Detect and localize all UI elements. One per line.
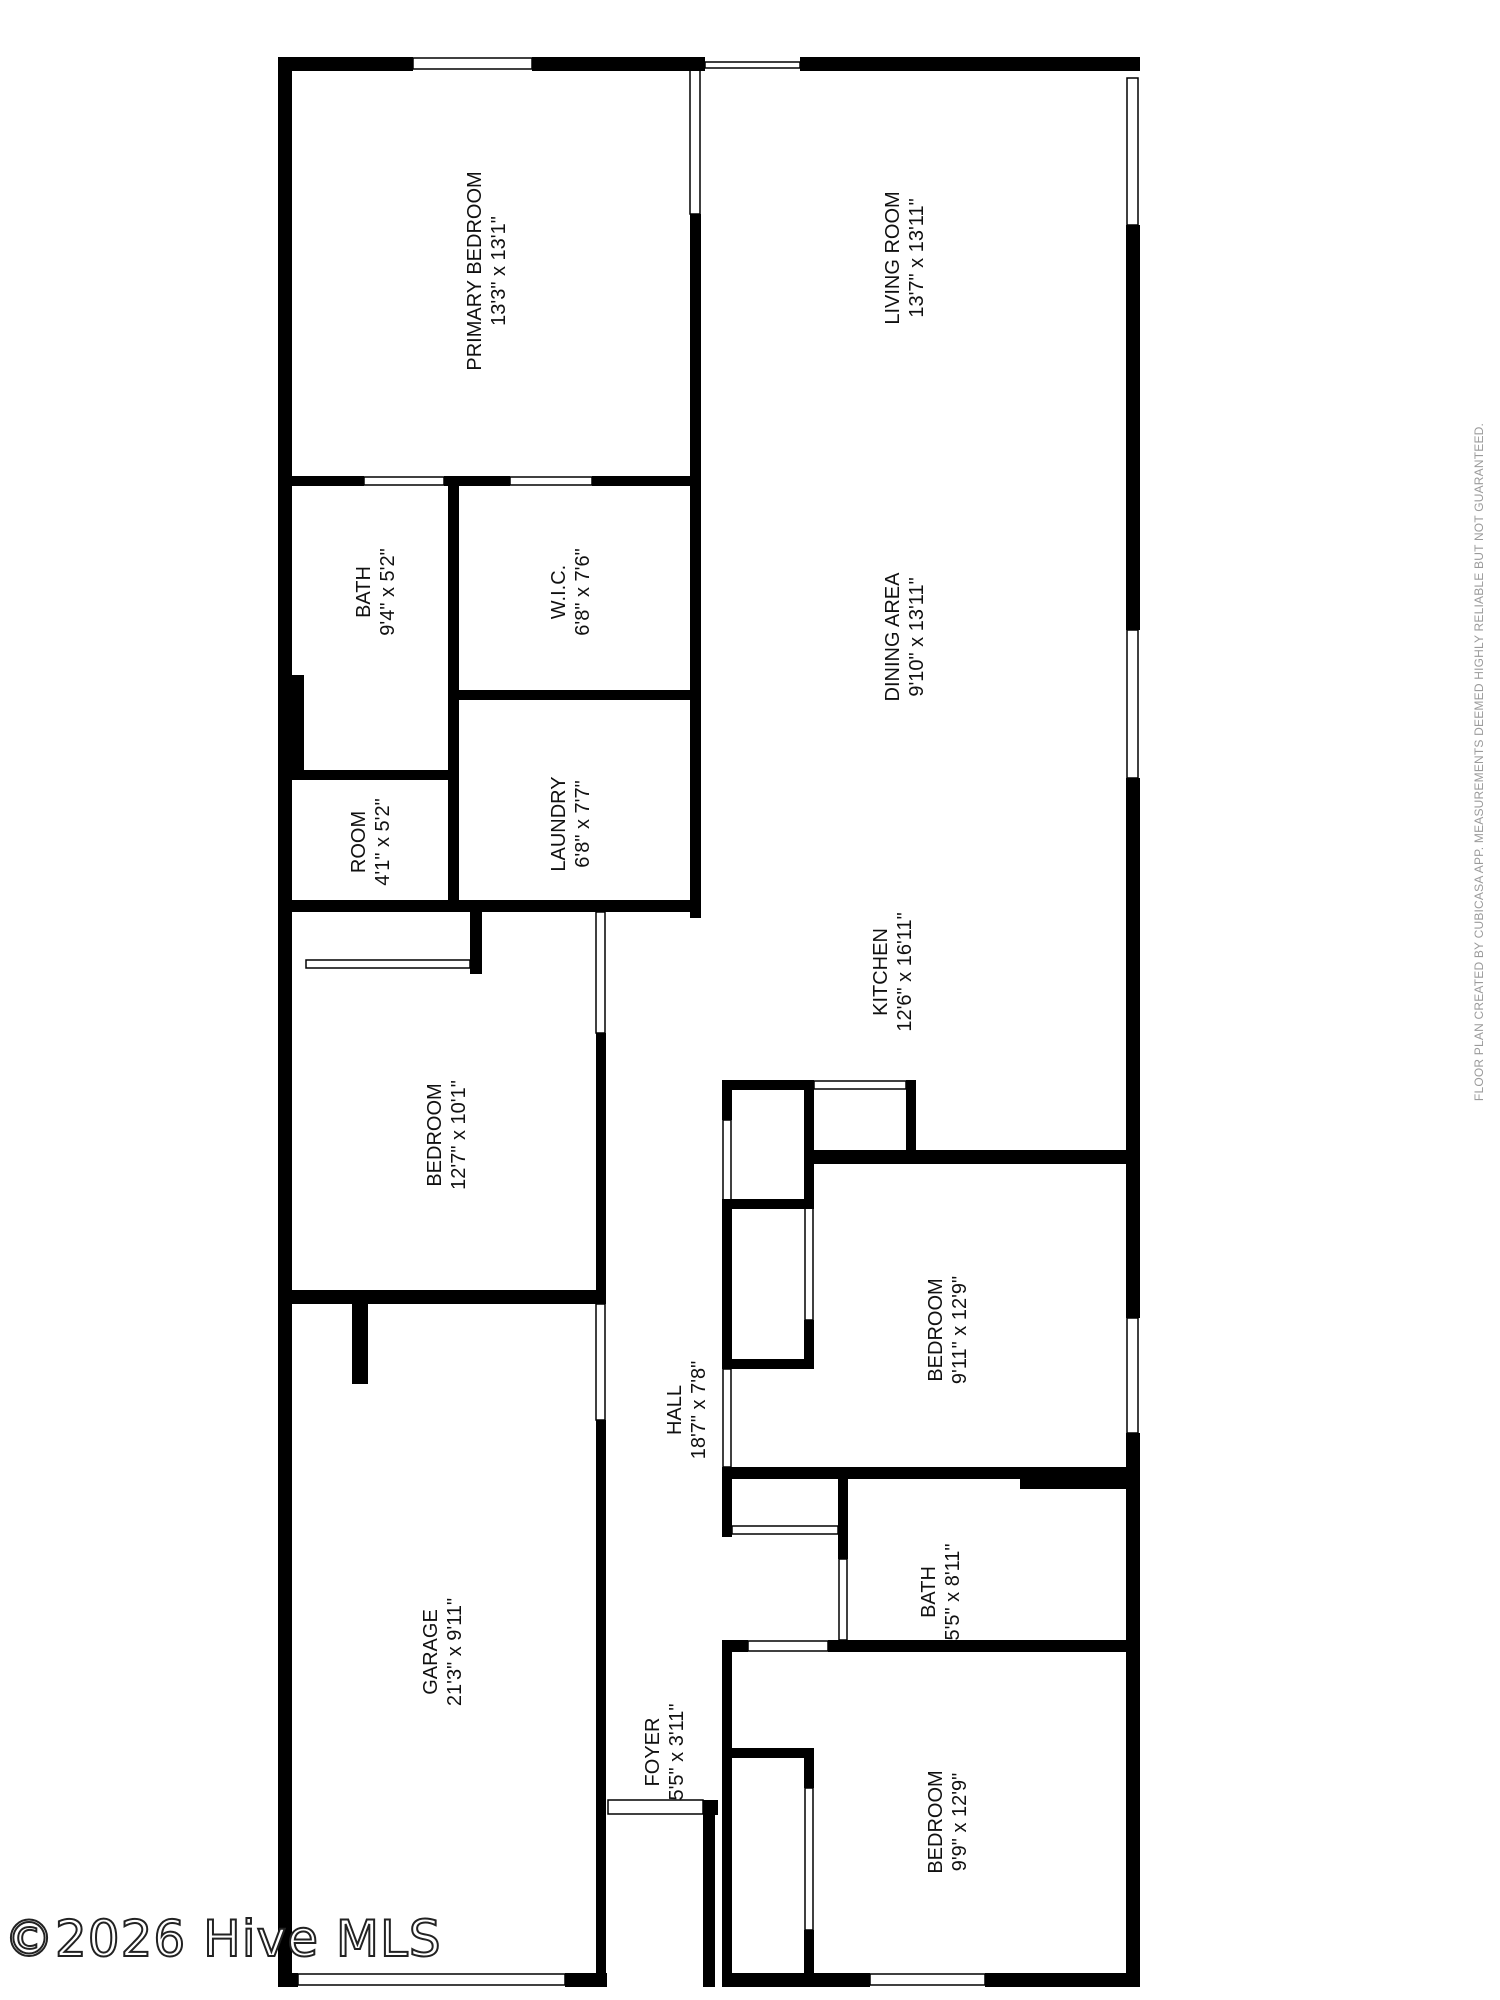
windows <box>281 57 1139 1986</box>
room-label-wic: W.I.C.6'8" x 7'6" <box>548 548 594 635</box>
disclaimer-text: FLOOR PLAN CREATED BY CUBICASA APP. MEAS… <box>1472 422 1486 1102</box>
watermark-text: ©2026 Hive MLS <box>3 1909 442 1969</box>
walls <box>278 57 1140 1987</box>
